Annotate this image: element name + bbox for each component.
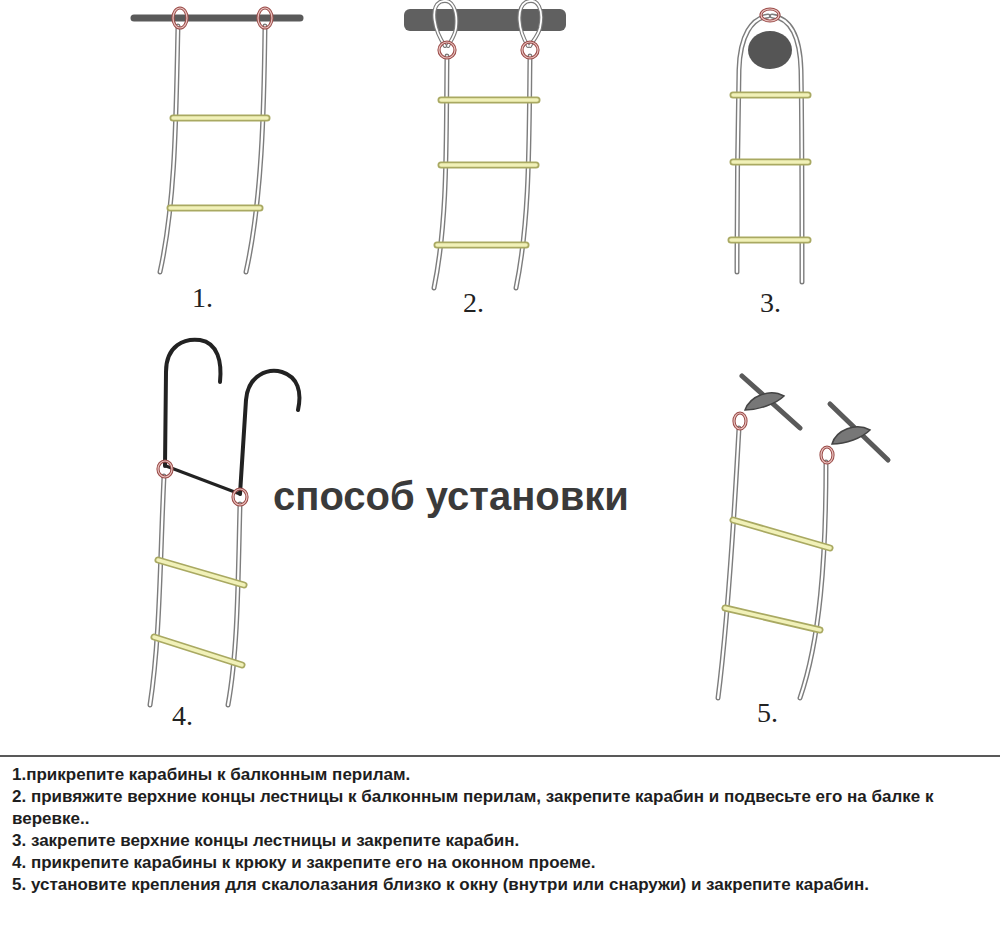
figure-1	[134, 8, 300, 272]
instructions: 1.прикрепите карабины к балконным перила…	[12, 764, 988, 896]
rung	[441, 162, 536, 169]
rung	[441, 97, 537, 104]
carabiner	[258, 8, 272, 28]
rung	[733, 520, 830, 548]
figure-number: 1.	[192, 282, 213, 314]
anchor-knot	[832, 427, 870, 444]
rope	[434, 56, 447, 288]
instruction-line: 2. привяжите верхние концы лестницы к ба…	[12, 786, 988, 830]
balcony-rail	[134, 15, 300, 22]
rope	[228, 504, 240, 705]
rope	[516, 56, 530, 288]
carabiner	[522, 42, 538, 58]
rung	[437, 242, 526, 249]
carabiner	[439, 42, 455, 58]
climbing-anchor	[742, 376, 800, 428]
figure-5	[718, 376, 888, 698]
rung	[733, 92, 808, 99]
rung	[154, 637, 242, 665]
rope	[150, 476, 164, 705]
climbing-anchor	[830, 404, 888, 460]
instruction-line: 4. прикрепите карабины к крюку и закрепи…	[12, 852, 988, 874]
rope	[160, 26, 178, 272]
rope	[718, 428, 739, 698]
rung	[158, 560, 244, 585]
pipe	[748, 31, 792, 69]
carabiner	[233, 489, 247, 505]
instruction-line: 3. закрепите верхние концы лестницы и за…	[12, 830, 988, 852]
figure-number: 4.	[172, 700, 193, 732]
crossbar	[166, 466, 240, 494]
carabiner	[761, 9, 779, 21]
rung	[173, 115, 267, 122]
figure-number: 5.	[757, 697, 778, 729]
figure-2	[404, 1, 566, 288]
figure-3	[731, 9, 808, 282]
carabiner	[158, 461, 172, 477]
figure-number: 2.	[463, 287, 484, 319]
hook	[165, 340, 220, 466]
instruction-line: 1.прикрепите карабины к балконным перила…	[12, 764, 988, 786]
carabiner	[734, 413, 746, 429]
rung	[725, 608, 820, 630]
rung	[731, 237, 808, 244]
carabiner	[173, 8, 187, 28]
rope-loop	[519, 1, 541, 46]
divider-line	[0, 755, 1000, 757]
rope	[246, 26, 265, 272]
figure-4	[150, 340, 299, 705]
rung	[733, 159, 808, 166]
carabiner	[821, 447, 833, 463]
rope-loop	[434, 1, 456, 46]
figure-number: 3.	[760, 287, 781, 319]
rung	[170, 205, 260, 212]
title: способ установки	[273, 474, 629, 519]
instruction-line: 5. установите крепления для скалолазания…	[12, 874, 988, 896]
anchor-knot	[745, 393, 784, 410]
rope	[800, 462, 826, 698]
